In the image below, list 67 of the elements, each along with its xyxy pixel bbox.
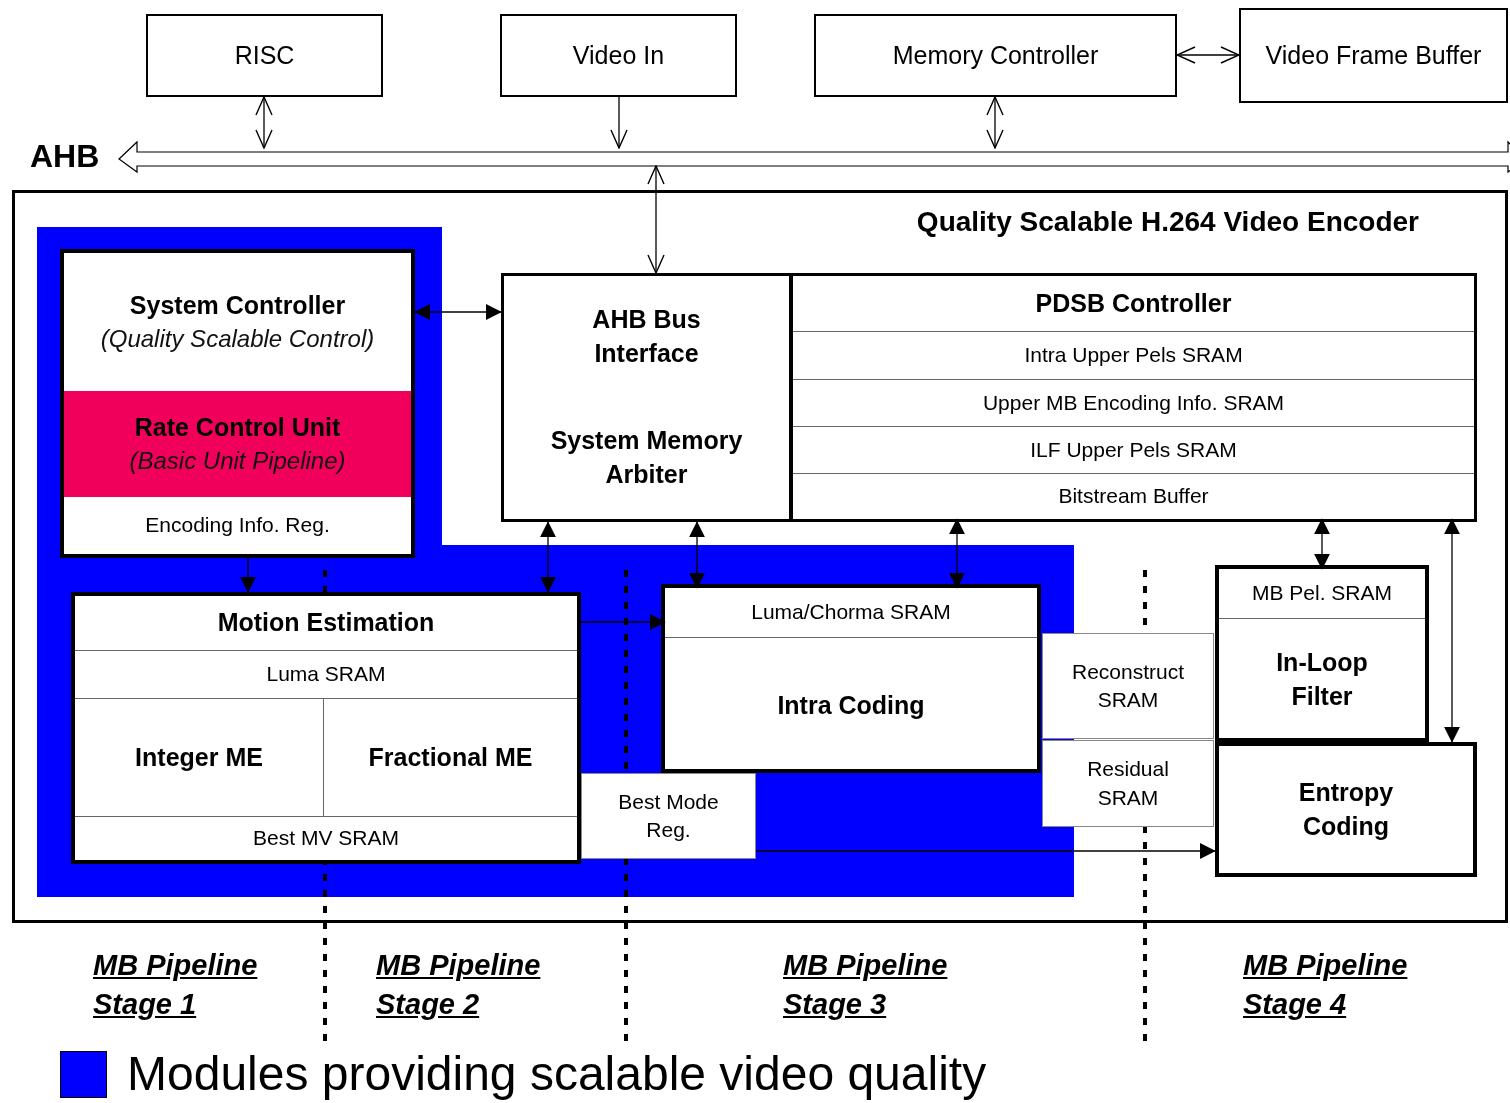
- module-label: Fractional ME: [367, 741, 534, 773]
- encoder-label: Quality Scalable H.264 Video Encoder: [915, 205, 1420, 239]
- arrow: [689, 521, 705, 589]
- module-box: [1215, 565, 1429, 742]
- module-label: Upper MB Encoding Info. SRAM: [981, 389, 1286, 416]
- memory-box: [1042, 633, 1214, 739]
- stage-label: MB Pipeline Stage 2: [376, 948, 542, 1023]
- module-label: Video Frame Buffer: [1264, 39, 1483, 71]
- module-label: Intra Coding: [776, 690, 926, 722]
- module-label: Luma/Chorma SRAM: [750, 599, 952, 626]
- module-subtitle: (Basic Unit Pipeline): [129, 445, 346, 476]
- block-box: [500, 14, 737, 97]
- module-box: [790, 273, 1477, 522]
- memory-box: [1042, 740, 1214, 827]
- module-label: RISC: [233, 39, 296, 71]
- module-label: Rate Control Unit: [133, 411, 342, 443]
- module-label: Best Mode Reg.: [617, 788, 720, 843]
- stage-label: MB Pipeline Stage 1: [93, 948, 259, 1023]
- module-label: Encoding Info. Reg.: [144, 512, 331, 539]
- arrow: [647, 165, 665, 274]
- module-label: Memory Controller: [891, 39, 1100, 71]
- module-label: ILF Upper Pels SRAM: [1029, 436, 1238, 463]
- module-label: PDSB Controller: [1034, 287, 1233, 319]
- module-label: MB Pel. SRAM: [1251, 580, 1393, 607]
- block-box: [814, 14, 1177, 97]
- arrow: [580, 614, 666, 630]
- block-box: [1239, 8, 1508, 103]
- module-label: Intra Upper Pels SRAM: [1023, 342, 1244, 369]
- arrow: [610, 96, 628, 149]
- module-label: In-Loop Filter: [1275, 646, 1369, 712]
- arrow: [1314, 518, 1330, 570]
- memory-box: [581, 773, 756, 859]
- module-label: Motion Estimation: [216, 607, 436, 639]
- module-box: [1215, 742, 1477, 877]
- module-label: System Memory Arbiter: [549, 425, 744, 490]
- arrow: [1444, 518, 1460, 743]
- stage-label: MB Pipeline Stage 4: [1243, 948, 1409, 1023]
- arrow: [1176, 46, 1240, 64]
- arrow: [414, 304, 502, 320]
- module-label: Entropy Coding: [1297, 776, 1395, 842]
- module-subtitle: (Quality Scalable Control): [100, 323, 375, 354]
- module-label: Integer ME: [134, 741, 264, 773]
- module-box: [501, 273, 792, 398]
- legend-label: Modules providing scalable video quality: [127, 1046, 987, 1102]
- module-label: AHB Bus Interface: [591, 303, 702, 369]
- module-box: [661, 584, 1041, 773]
- highlighted-module: [64, 391, 411, 497]
- arrow: [755, 843, 1216, 859]
- stage-label: MB Pipeline Stage 3: [783, 948, 949, 1023]
- arrow: [949, 518, 965, 589]
- module-box: [75, 698, 324, 816]
- module-label: Bitstream Buffer: [1057, 483, 1210, 510]
- encoder-frame: [12, 190, 1508, 923]
- module-label: Reconstruct SRAM: [1070, 658, 1185, 713]
- bus-label: AHB: [30, 138, 100, 174]
- module-box: [71, 592, 581, 864]
- module-box: [501, 397, 792, 522]
- arrow: [540, 521, 556, 593]
- module-label: Best MV SRAM: [252, 825, 400, 852]
- module-label: Residual SRAM: [1086, 756, 1170, 811]
- module-label: Video In: [571, 39, 666, 71]
- arrow: [255, 96, 273, 149]
- module-label: System Controller: [128, 289, 347, 321]
- module-label: Luma SRAM: [265, 661, 387, 688]
- block-box: [146, 14, 383, 97]
- arrow: [986, 96, 1004, 149]
- module-box: [60, 249, 415, 558]
